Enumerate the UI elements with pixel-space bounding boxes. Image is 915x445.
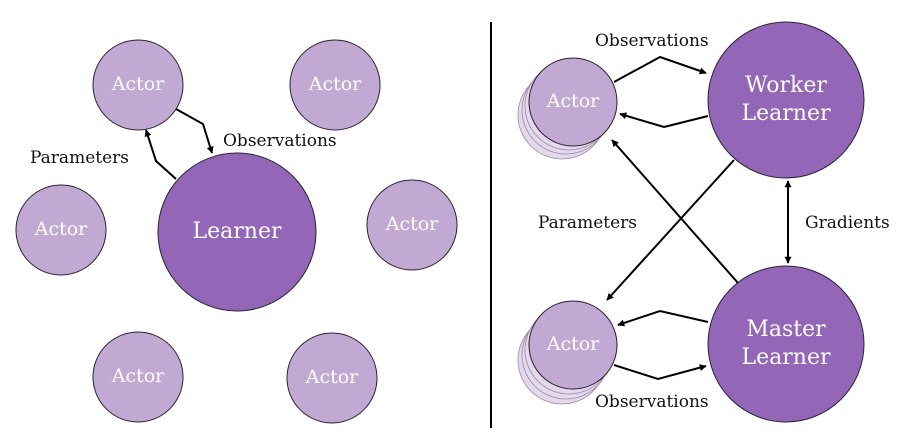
actor-node-mid-left: Actor	[15, 184, 107, 276]
parameters-label-right: Parameters	[538, 213, 637, 233]
learner-node: Learner	[157, 152, 317, 312]
actor-label: Actor	[385, 213, 439, 235]
observations-label-left: Observations	[223, 131, 337, 151]
actor-label: Actor	[546, 333, 600, 355]
observations-arrow-top	[613, 55, 707, 83]
observations-label-bottom: Observations	[595, 392, 709, 412]
gradients-label: Gradients	[805, 213, 890, 233]
actor-node-bottom-right: Actor	[286, 332, 378, 424]
observations-label-top: Observations	[595, 31, 709, 51]
actor-label: Actor	[546, 90, 600, 112]
worker-to-bottom-actor-arrow	[606, 159, 735, 301]
actor-label: Actor	[111, 73, 165, 95]
actor-label: Actor	[111, 365, 165, 387]
left-panel: Actor Actor Actor Actor Actor Actor Lear…	[15, 39, 458, 424]
worker-to-actor-arrow	[619, 112, 709, 129]
observations-arrow-bottom	[613, 364, 707, 381]
master-to-top-actor-arrow	[611, 139, 739, 284]
worker-learner-line1: Worker	[745, 73, 827, 98]
actor-stack-top: Actor	[517, 57, 618, 160]
worker-learner-node: Worker Learner	[707, 21, 865, 179]
learner-label: Learner	[193, 219, 282, 244]
master-learner-node: Master Learner	[707, 265, 865, 423]
actor-node-top-right: Actor	[289, 39, 381, 131]
worker-learner-line2: Learner	[742, 101, 831, 126]
parameters-arrow-left	[144, 129, 177, 180]
actor-node-bottom-left: Actor	[92, 331, 184, 423]
master-learner-line1: Master	[746, 317, 826, 342]
parameters-label-left: Parameters	[30, 148, 129, 168]
actor-label: Actor	[308, 73, 362, 95]
actor-node-top-left: Actor	[92, 39, 184, 131]
actor-stack-bottom: Actor	[517, 300, 618, 405]
master-to-actor-arrow	[617, 309, 709, 327]
observations-arrow-left	[175, 108, 214, 154]
actor-node-mid-right: Actor	[366, 179, 458, 271]
actor-label: Actor	[34, 218, 88, 240]
right-panel: Actor Actor Worker Learner Master Learne…	[517, 21, 890, 423]
master-learner-line2: Learner	[742, 345, 831, 370]
actor-label: Actor	[305, 366, 359, 388]
